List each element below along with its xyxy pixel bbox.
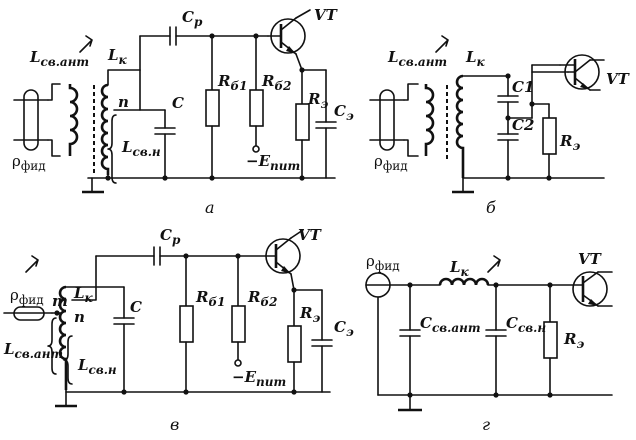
label-r-b2-v: Rб2 [247, 288, 277, 309]
brace-l-sv-ant-v [47, 317, 57, 375]
label-l-k-b: Lк [465, 48, 486, 69]
label-c-p-a: Cр [182, 8, 203, 29]
label-l-k-g: Lк [449, 258, 470, 279]
coil-l-k-g [438, 277, 490, 286]
label-l-sv-ant-v: Lсв.ант [3, 340, 63, 361]
resistor-r-b1-a [205, 89, 220, 127]
label-c-sv-n-g: Cсв.н [506, 314, 546, 335]
label-e-pit-a: −Eпит [246, 152, 300, 173]
label-rho-g: ρфид [366, 252, 400, 273]
diagram-a: Lсв.ант Lк n Lсв.н ρфид Cр C Rб1 Rб2 VT … [12, 6, 354, 217]
coil-l-k-b [455, 74, 465, 178]
tuning-arrow-a [79, 35, 93, 53]
label-r-e-g: Rэ [563, 330, 584, 351]
coil-l-k-a [100, 83, 110, 175]
label-rho-a: ρфид [12, 152, 46, 173]
label-c-e-v: Cэ [334, 318, 354, 339]
caption-v: в [170, 415, 179, 434]
label-c-p-v: Cр [160, 226, 181, 247]
label-vt-b: VT [606, 70, 631, 88]
resistor-r-b1-v [179, 305, 194, 343]
coil-v [58, 285, 68, 390]
resistor-r-e-v [287, 325, 302, 363]
label-e-pit-v: −Eпит [232, 368, 286, 389]
resistor-r-b2-a [249, 89, 264, 127]
terminal-e-pit-v [234, 359, 242, 367]
label-r-b1-v: Rб1 [195, 288, 225, 309]
label-rho-b: ρфид [374, 152, 408, 173]
label-r-e-a: Rэ [307, 90, 328, 111]
resistor-r-b2-v [231, 305, 246, 343]
feeder-a [23, 89, 39, 151]
caption-g: г [482, 415, 490, 434]
label-c1-b: C1 [512, 78, 534, 96]
label-vt-g: VT [578, 250, 603, 268]
label-r-e-v: Rэ [299, 304, 320, 325]
label-c-e-a: Cэ [334, 102, 354, 123]
caption-b: б [486, 198, 496, 217]
label-c-v: C [130, 298, 142, 316]
label-n-a: n [118, 93, 129, 111]
label-m-v: m [52, 292, 68, 310]
label-l-sv-ant-a: Lсв.ант [29, 48, 89, 69]
label-r-e-b: Rэ [559, 132, 580, 153]
brace-l-sv-n-v [63, 335, 73, 385]
label-c-a: C [172, 94, 184, 112]
label-r-b1-a: Rб1 [217, 72, 247, 93]
label-vt-v: VT [298, 226, 323, 244]
label-n-v: n [74, 308, 85, 326]
brace-l-sv-n-a [107, 114, 117, 184]
tuning-arrow-v [25, 255, 39, 273]
label-r-b2-a: Rб2 [261, 72, 291, 93]
coil-l-sv-ant-a [68, 84, 79, 156]
tuning-arrow-b [435, 35, 449, 53]
label-l-k-v: Lк [73, 284, 94, 305]
label-rho-v: ρфид [10, 286, 44, 307]
terminal-e-pit-a [252, 145, 260, 153]
coil-l-sv-ant-b [424, 84, 435, 156]
transistor-vt-g [572, 271, 608, 307]
label-c2-b: C2 [512, 116, 534, 134]
caption-a: а [205, 198, 215, 217]
label-vt-a: VT [314, 6, 339, 24]
resistor-r-e-a [295, 103, 310, 141]
diagram-v: ρфид m Lк n Lсв.ант Lсв.н C Cр Rб1 Rб2 V… [3, 226, 354, 434]
label-l-sv-n-v: Lсв.н [77, 356, 117, 377]
feeder-b [379, 89, 395, 151]
label-l-sv-ant-b: Lсв.ант [387, 48, 447, 69]
label-c-sv-ant-g: Cсв.ант [420, 314, 481, 335]
tuning-arrow-g [487, 255, 501, 273]
diagram-b: Lсв.ант Lк C1 C2 Rэ VT ρфид б [369, 35, 631, 217]
diagram-g: ρфид Lк Cсв.ант Cсв.н Rэ VT г [365, 250, 613, 434]
label-l-k-a: Lк [107, 46, 128, 67]
resistor-r-e-b [542, 117, 557, 155]
label-l-sv-n-a: Lсв.н [121, 138, 161, 159]
